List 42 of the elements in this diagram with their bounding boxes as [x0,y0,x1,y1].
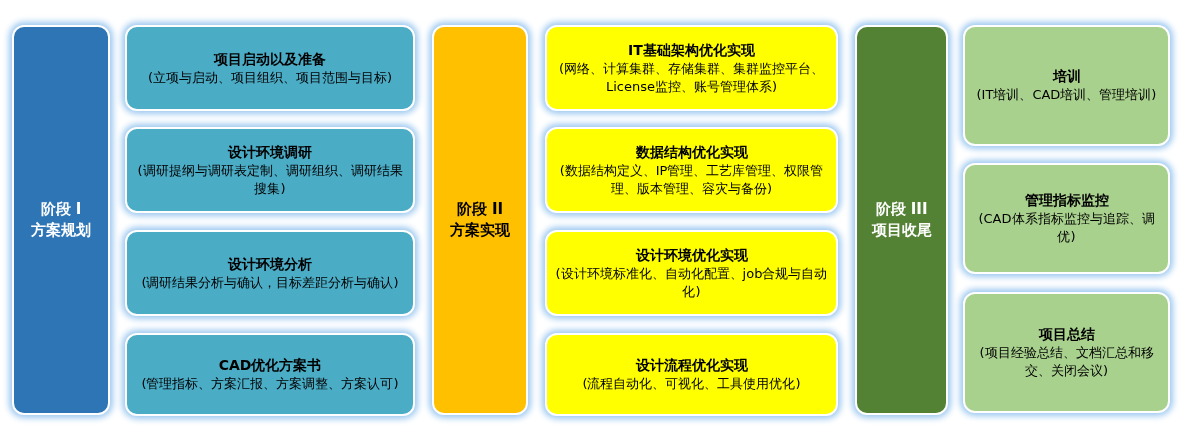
task-box [125,25,415,111]
task-box [963,292,1170,413]
task-title: 设计环境调研 [228,142,312,162]
task-description: (流程自动化、可视化、工具使用优化) [582,375,801,393]
task-box [545,333,838,416]
task-box [545,230,838,316]
task-title: 项目启动以及准备 [214,49,326,69]
task-description: (立项与启动、项目组织、项目范围与目标) [147,68,393,87]
phase-box [12,25,110,415]
phase-title: 项目收尾 [871,220,932,241]
task-title: 数据结构优化实现 [635,142,748,162]
phase-title: 方案规划 [31,220,91,241]
task-description: (调研提纲与调研表定制、调研组织、调研结果搜集) [136,161,404,198]
task-box [963,163,1170,274]
task-title: CAD优化方案书 [218,356,322,375]
task-box [125,230,415,316]
task-description: (数据结构定义、IP管理、工艺库管理、权限管理、版本管理、容灾与备份) [558,161,825,198]
task-description: (网络、计算集群、存储集群、集群监控平台、License监控、账号管理体系) [557,59,826,96]
phase-box [855,25,948,415]
task-box [963,25,1170,146]
task-box [125,333,415,416]
phase-title: 阶段 II [456,199,504,220]
task-title: 培训 [1052,67,1081,86]
phase-box [432,25,528,415]
task-title: 设计环境优化实现 [635,245,748,265]
phase-title: 阶段 III [875,199,928,220]
phase-title: 阶段 I [40,199,82,220]
task-description: (IT培训、CAD培训、管理培训) [976,86,1157,104]
task-box [125,127,415,213]
task-box [545,127,838,213]
phase-title: 方案实现 [450,220,510,241]
task-title: IT基础架构优化实现 [628,40,755,60]
task-title: 项目总结 [1038,325,1095,344]
task-description: (调研结果分析与确认，目标差距分析与确认) [141,273,399,292]
task-title: 设计流程优化实现 [635,356,748,375]
task-box [545,25,838,111]
task-title: 设计环境分析 [228,254,312,274]
task-description: (管理指标、方案汇报、方案调整、方案认可) [141,375,399,393]
task-description: (CAD体系指标监控与追踪、调优) [977,210,1156,246]
task-description: (设计环境标准化、自动化配置、job合规与自动化) [555,264,828,301]
task-title: 管理指标监控 [1024,191,1109,210]
task-description: (项目经验总结、文档汇总和移交、关闭会议) [978,344,1155,380]
